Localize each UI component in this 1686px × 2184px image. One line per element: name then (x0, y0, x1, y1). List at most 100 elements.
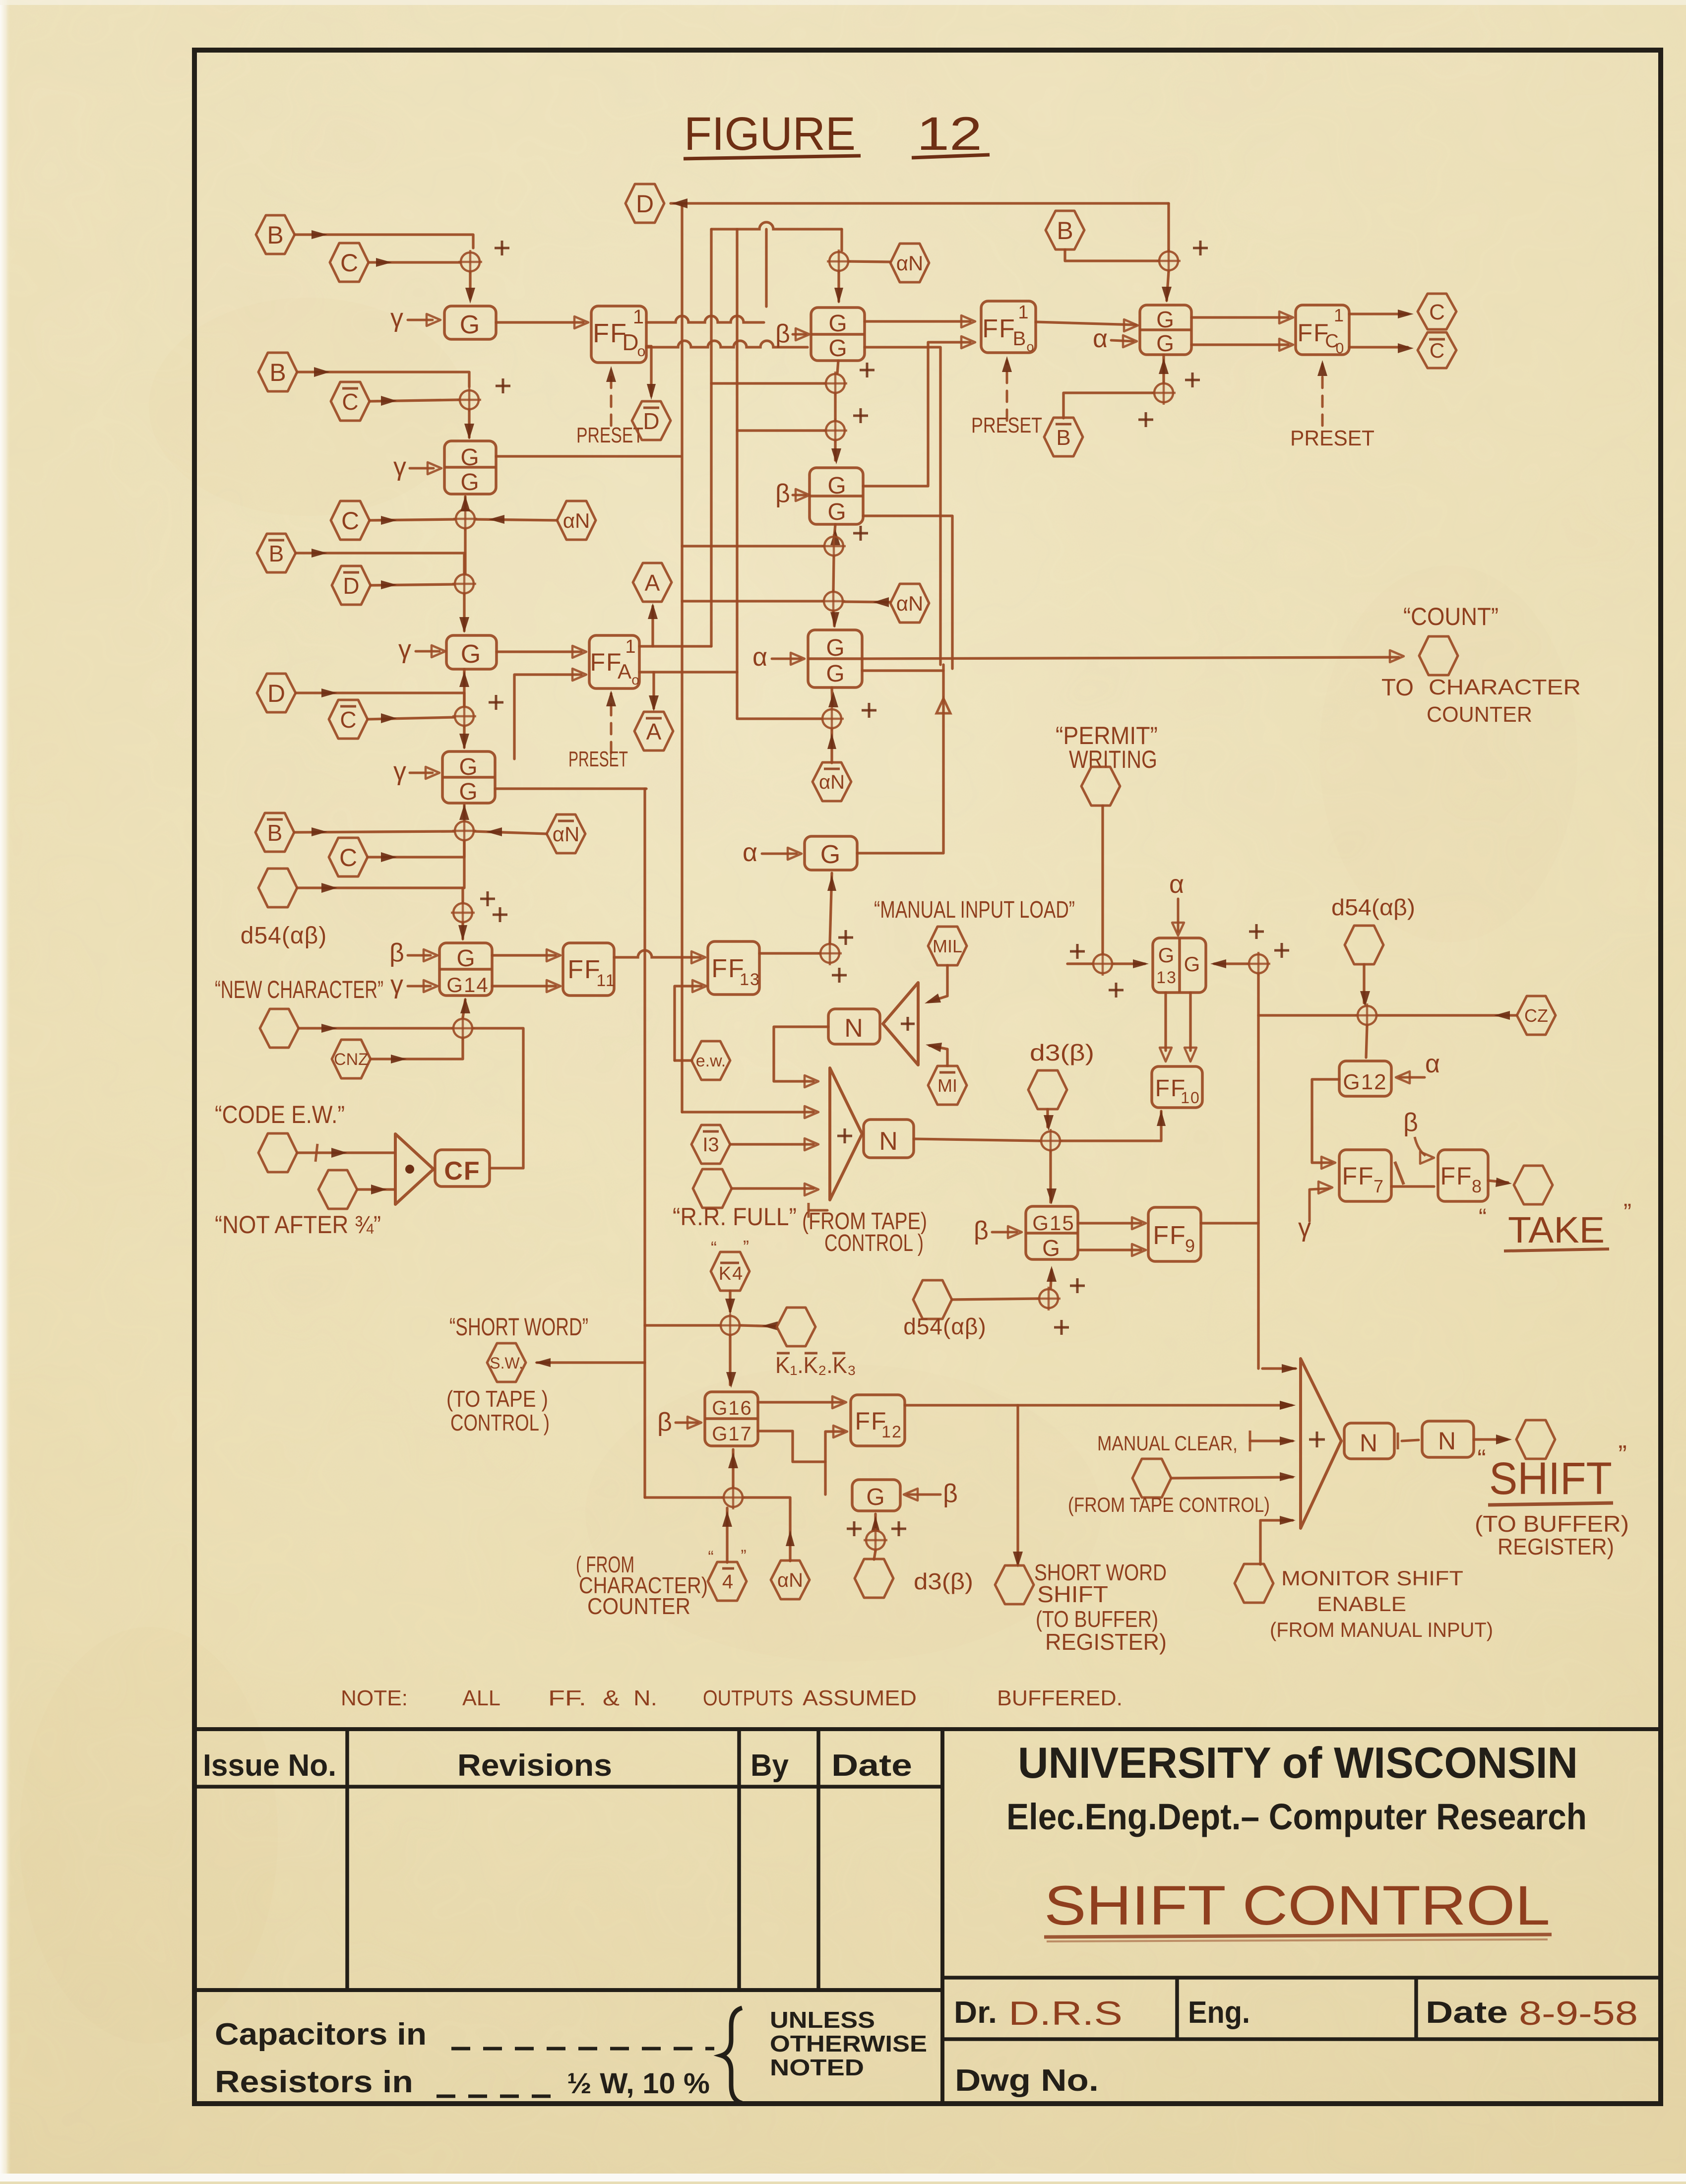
svg-text:G: G (460, 444, 480, 471)
svg-text:A: A (645, 570, 660, 596)
svg-text:CHARACTER: CHARACTER (1429, 675, 1581, 699)
svg-text:D: D (636, 190, 654, 218)
svg-text:G: G (460, 311, 481, 339)
svg-text:OUTPUTS: OUTPUTS (703, 1686, 793, 1710)
svg-text:REGISTER): REGISTER) (1498, 1534, 1614, 1560)
svg-text:FF.: FF. (548, 1686, 586, 1710)
svg-text:CONTROL ): CONTROL ) (450, 1410, 550, 1435)
svg-text:β: β (1403, 1108, 1418, 1137)
svg-text:NOTE:: NOTE: (341, 1686, 408, 1710)
svg-text:”: ” (1618, 1440, 1627, 1469)
svg-text:αN: αN (553, 822, 580, 846)
svg-text:A: A (618, 660, 632, 683)
svg-text:“NOT AFTER ¾”: “NOT AFTER ¾” (215, 1211, 381, 1239)
svg-text:d54(αβ): d54(αβ) (903, 1313, 986, 1339)
svg-text:SHIFT: SHIFT (1489, 1453, 1612, 1504)
svg-text:C: C (1430, 339, 1444, 362)
svg-text:D.R.S: D.R.S (1008, 1995, 1123, 2032)
svg-text:G: G (827, 473, 847, 499)
svg-text:N: N (1360, 1429, 1378, 1457)
svg-text:C: C (340, 707, 356, 733)
svg-text:1: 1 (1334, 305, 1345, 325)
svg-text:N: N (879, 1127, 899, 1156)
svg-text:WRITING: WRITING (1069, 746, 1157, 773)
svg-text:“NEW CHARACTER”: “NEW CHARACTER” (215, 976, 383, 1003)
svg-text:1: 1 (633, 306, 645, 328)
svg-text:9: 9 (1185, 1236, 1196, 1256)
svg-text:β: β (974, 1216, 989, 1245)
svg-text:G: G (459, 754, 478, 780)
svg-text:d3(β): d3(β) (914, 1568, 973, 1594)
svg-text:G: G (828, 311, 848, 337)
svg-text:“CODE E.W.”: “CODE E.W.” (215, 1101, 345, 1128)
svg-text:C: C (342, 389, 358, 415)
svg-text:Eng.: Eng. (1188, 1996, 1250, 2030)
svg-text:B: B (269, 541, 284, 566)
svg-text:N: N (844, 1014, 864, 1043)
svg-text:MONITOR SHIFT: MONITOR SHIFT (1281, 1566, 1463, 1590)
svg-text:Elec.Eng.Dept.– Computer Resea: Elec.Eng.Dept.– Computer Research (1006, 1796, 1587, 1837)
svg-text:Revisions: Revisions (457, 1748, 612, 1783)
svg-text:d54(αβ): d54(αβ) (1331, 894, 1415, 920)
svg-text:G: G (1156, 307, 1175, 332)
svg-text:G: G (456, 945, 476, 972)
svg-text:G15: G15 (1032, 1211, 1074, 1235)
svg-text:γ: γ (390, 304, 403, 332)
svg-text:UNIVERSITY of WISCONSIN: UNIVERSITY of WISCONSIN (1018, 1738, 1578, 1787)
svg-text:β: β (657, 1408, 672, 1436)
svg-text:CZ: CZ (1524, 1005, 1548, 1026)
svg-text:8: 8 (1472, 1176, 1483, 1196)
svg-text:Dwg No.: Dwg No. (955, 2063, 1099, 2098)
svg-text:α: α (1425, 1050, 1440, 1078)
svg-text:&: & (603, 1686, 620, 1710)
svg-text:β: β (775, 479, 790, 508)
svg-text:γ: γ (393, 757, 406, 786)
svg-text:TAKE: TAKE (1508, 1209, 1605, 1250)
svg-text:e.w.: e.w. (696, 1052, 726, 1070)
svg-text:8-9-58: 8-9-58 (1519, 1995, 1638, 2032)
svg-text:1: 1 (1018, 302, 1029, 323)
svg-text:α: α (1169, 870, 1184, 899)
svg-text:D: D (343, 573, 359, 599)
svg-text:4: 4 (722, 1571, 734, 1593)
svg-text:β: β (775, 319, 790, 348)
svg-text:D: D (267, 680, 285, 707)
svg-text:B: B (267, 221, 283, 249)
svg-text:”: ” (743, 1237, 750, 1257)
svg-text:“: “ (708, 1548, 714, 1566)
svg-text:C: C (339, 844, 357, 872)
svg-text:CNZ: CNZ (334, 1050, 369, 1069)
svg-text:αN: αN (563, 509, 590, 532)
svg-text:αN: αN (819, 771, 845, 793)
svg-text:(TO BUFFER): (TO BUFFER) (1036, 1606, 1158, 1632)
svg-text:ENABLE: ENABLE (1317, 1592, 1406, 1616)
svg-text:C: C (1429, 300, 1445, 324)
svg-text:ASSUMED: ASSUMED (803, 1686, 917, 1710)
svg-text:B: B (1013, 328, 1027, 350)
svg-text:MIL: MIL (933, 936, 962, 956)
svg-text:PRESET: PRESET (971, 413, 1042, 437)
svg-text:12: 12 (881, 1423, 902, 1441)
svg-text:γ: γ (398, 635, 411, 664)
svg-text:“SHORT WORD”: “SHORT WORD” (449, 1313, 588, 1341)
svg-text:G14: G14 (446, 973, 489, 997)
svg-text:CF: CF (444, 1157, 480, 1186)
svg-text:SHIFT: SHIFT (1037, 1581, 1108, 1607)
svg-text:K4: K4 (719, 1263, 744, 1284)
svg-text:D: D (643, 408, 659, 434)
svg-text:o: o (631, 672, 640, 687)
svg-text:β: β (943, 1479, 958, 1508)
svg-text:G: G (820, 840, 841, 869)
svg-text:G: G (1158, 943, 1176, 967)
svg-text:TO: TO (1381, 675, 1414, 701)
svg-text:C: C (341, 507, 359, 535)
svg-text:G: G (460, 469, 480, 496)
svg-text:G: G (827, 499, 847, 525)
svg-text:C: C (340, 249, 358, 277)
svg-text:7: 7 (1374, 1176, 1384, 1196)
svg-text:G17: G17 (712, 1423, 752, 1445)
svg-text:(FROM MANUAL INPUT): (FROM MANUAL INPUT) (1270, 1618, 1493, 1641)
svg-text:“: “ (711, 1238, 718, 1258)
svg-text:(FROM TAPE CONTROL): (FROM TAPE CONTROL) (1068, 1493, 1270, 1516)
svg-text:αN: αN (896, 251, 924, 275)
